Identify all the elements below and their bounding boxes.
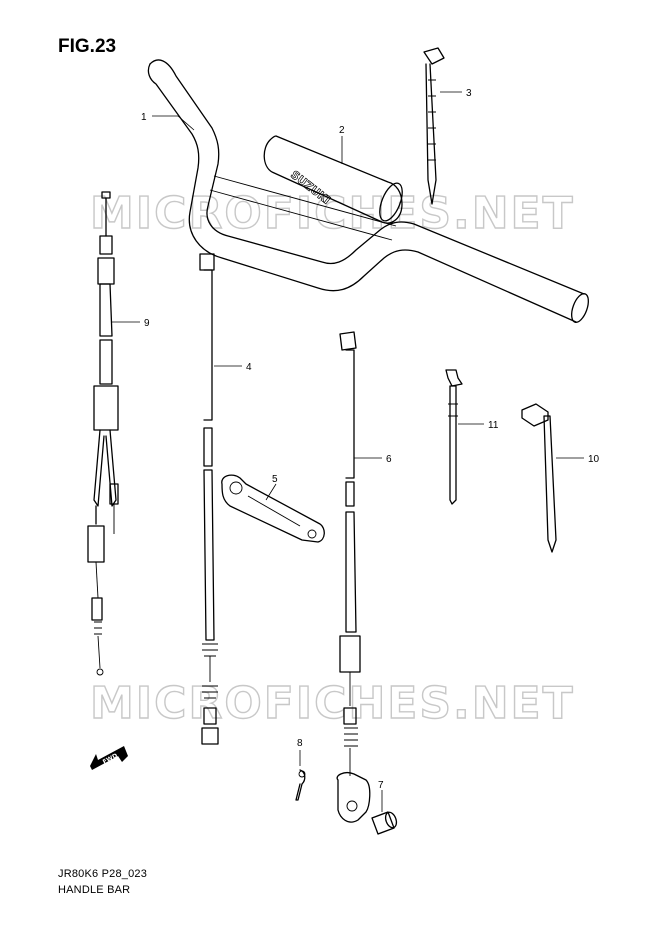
handlebar	[147, 59, 589, 323]
callout-2: 2	[339, 125, 345, 136]
engine-stop-switch-cable	[87, 191, 119, 676]
callout-4: 4	[246, 362, 252, 373]
cable-guide-plate	[221, 474, 325, 543]
cotter-pin	[295, 769, 306, 801]
model-code: JR80K6 P28_023	[58, 868, 148, 880]
callout-1: 1	[141, 112, 147, 123]
cable-tie	[423, 47, 445, 205]
figure-title: FIG.23	[58, 36, 117, 57]
diagram-description: HANDLE BAR	[58, 884, 131, 896]
callout-leaders	[112, 91, 584, 812]
callout-6: 6	[386, 454, 392, 465]
clamp	[445, 369, 463, 505]
callout-9: 9	[144, 318, 150, 329]
callout-3: 3	[466, 88, 472, 99]
callout-10: 10	[588, 454, 600, 465]
cable-clamp	[521, 403, 557, 553]
watermark-top: MICROFICHES.NET	[90, 188, 575, 239]
throttle-cable	[199, 253, 219, 745]
front-brake-cable	[336, 331, 371, 823]
callout-11: 11	[488, 420, 499, 431]
watermark-bottom: MICROFICHES.NET	[90, 678, 575, 729]
forward-arrow-text: FWD	[102, 752, 119, 766]
callout-7: 7	[378, 780, 384, 791]
callout-5: 5	[272, 474, 278, 485]
callout-8: 8	[297, 738, 303, 749]
pin	[371, 811, 398, 835]
forward-arrow-icon: FWD	[90, 746, 128, 770]
